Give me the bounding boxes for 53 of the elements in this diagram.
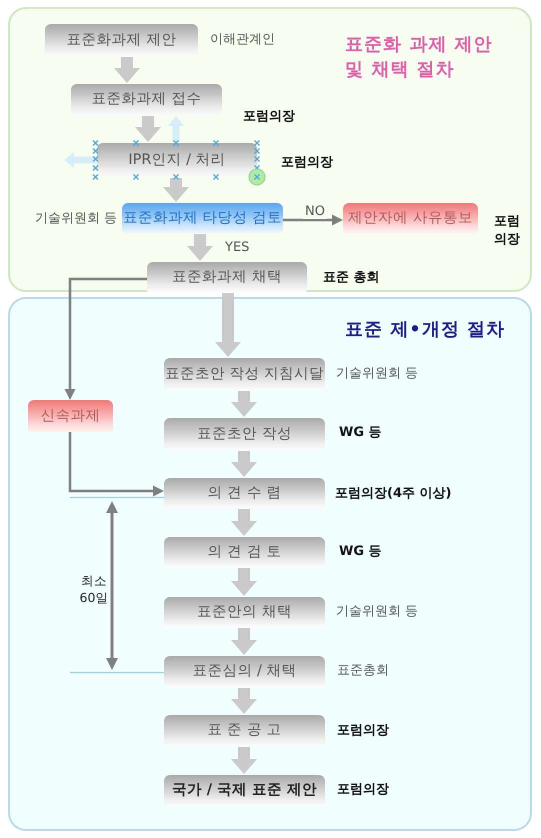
process-box: 표준안의 채택: [164, 597, 325, 627]
arrow: [64, 278, 147, 400]
process-box: 표 준 공 고: [164, 715, 325, 746]
role-label: 표준총회: [337, 663, 389, 679]
process-box: 표준초안 작성 지침시달: [164, 358, 325, 390]
arrow: [231, 451, 257, 477]
arrow: [215, 293, 241, 357]
panel-heading: 표준화 과제 제안 및 채택 절차: [345, 33, 494, 82]
role-label: 포럼의장: [494, 213, 521, 249]
process-box: 표준화과제 타당성 검토: [122, 203, 283, 233]
section-panel: [8, 7, 532, 292]
arrow: [64, 152, 96, 168]
process-box: 국가 / 국제 표준 제안: [164, 775, 325, 806]
role-label: 포럼의장(4주 이상): [335, 486, 452, 502]
edge-label: NO: [303, 204, 327, 218]
dimension-label: 최소 60일: [79, 572, 109, 606]
panel-heading: 표준 제•개정 절차: [345, 318, 506, 342]
arrow: [68, 432, 164, 496]
process-box: 의 견 수 렴: [164, 478, 325, 508]
process-box: 제안자에 사유통보: [343, 203, 478, 233]
arrow: [231, 568, 257, 596]
arrow: [163, 178, 189, 202]
process-box: 의 견 검 토: [164, 537, 325, 567]
process-box: 표준심의 / 채택: [164, 656, 325, 687]
arrow: [114, 57, 140, 83]
process-box: 표준화과제 채택: [147, 262, 307, 292]
role-label: WG 등: [339, 425, 382, 441]
arrow: [283, 214, 343, 226]
process-box: 표준화과제 제안: [45, 24, 198, 56]
arrow: [187, 234, 213, 261]
role-label: 기술위원회 등: [336, 366, 418, 382]
role-label: 기술위원회 등: [34, 211, 117, 227]
arrow: [168, 116, 184, 142]
process-box: IPR인지 / 처리: [97, 143, 257, 177]
section-panel: [8, 297, 532, 831]
arrow: [231, 688, 257, 714]
role-label: 표준 총회: [323, 270, 380, 286]
role-label: 포럼의장: [337, 782, 389, 798]
process-box: 표준초안 작성: [164, 418, 325, 450]
role-label: WG 등: [339, 544, 382, 560]
process-box: 표준화과제 접수: [71, 84, 222, 115]
role-label: 포럼의장: [243, 109, 295, 125]
arrow: [231, 509, 257, 536]
arrow: [231, 747, 257, 774]
arrow: [231, 391, 257, 417]
arrow: [231, 628, 257, 655]
role-label: 기술위원회 등: [336, 604, 418, 620]
role-label: 이해관계인: [210, 32, 275, 48]
edge-label: YES: [223, 240, 252, 254]
role-label: 포럼의장: [337, 723, 389, 739]
arrow: [135, 116, 161, 142]
role-label: 포럼의장: [281, 155, 333, 171]
process-box: 신속과제: [28, 400, 113, 432]
